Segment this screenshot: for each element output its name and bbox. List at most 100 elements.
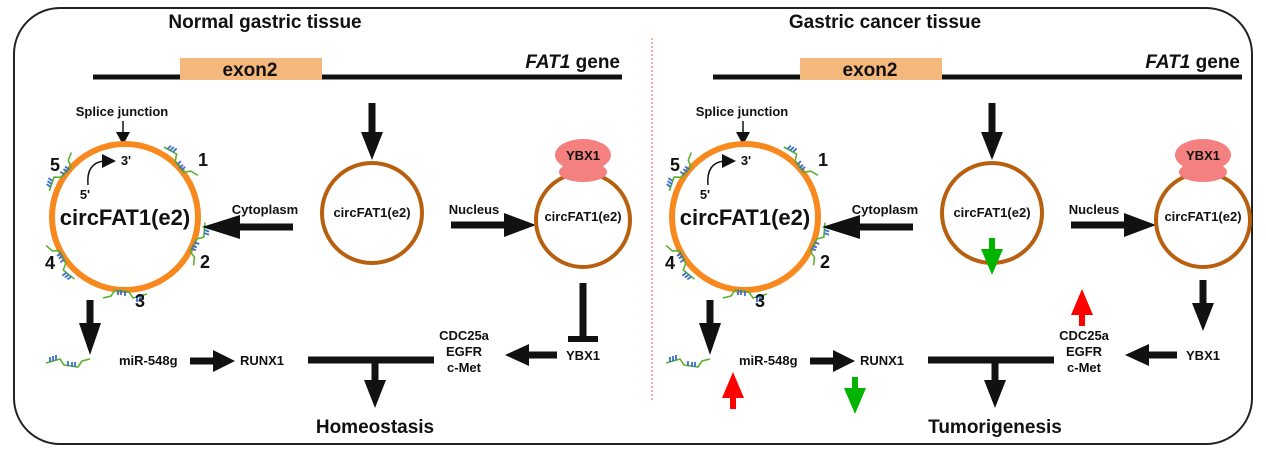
exon2-box xyxy=(180,58,322,80)
circfat1-mid-label: circFAT1(e2) xyxy=(953,205,1030,220)
exon2-label: exon2 xyxy=(843,60,898,81)
panel-title: Normal gastric tissue xyxy=(168,12,361,33)
mirna-binding-site-1 xyxy=(783,144,819,176)
mirna-regulation-arrow-shaft xyxy=(730,397,736,409)
circfat1-large-ring xyxy=(49,141,201,293)
mirna-binding-site-2-backbone xyxy=(189,222,206,266)
direction-head xyxy=(722,154,736,168)
circfat1-mid-label: circFAT1(e2) xyxy=(333,205,410,220)
mirna-to-runx1-arrow xyxy=(810,350,855,372)
prime5-label: 5' xyxy=(80,187,90,202)
mirna-binding-site-4-base xyxy=(684,273,690,279)
mirna-binding-site-1-base xyxy=(798,164,804,169)
mirna-binding-site-4-base xyxy=(59,258,65,264)
binding-site-number: 4 xyxy=(665,253,675,273)
mirna-binding-site-1-base xyxy=(176,160,182,166)
convergence-arrow-head xyxy=(984,380,1006,408)
mirna-binding-site-4-base xyxy=(678,254,684,260)
circfat1-regulation-arrow-shaft xyxy=(989,238,995,250)
gene-name: FAT1 xyxy=(525,52,570,73)
mirna-regulation-arrow-head xyxy=(722,372,744,398)
gene-suffix: gene xyxy=(1196,52,1240,73)
convergence-arrow-head xyxy=(364,380,386,408)
nucleus-label: Nucleus xyxy=(1069,202,1120,217)
binding-site-number: 5 xyxy=(50,155,60,175)
outcome-label: Homeostasis xyxy=(316,417,434,438)
mirna-binding-site-5-backbone xyxy=(668,152,693,192)
circfat1-mid-ring xyxy=(320,161,424,265)
splice-junction-label: Splice junction xyxy=(76,104,169,119)
mirna-binding-site-5-base xyxy=(682,168,689,173)
mirna-binding-site-1-base xyxy=(166,144,172,150)
mirna-binding-site-5-base xyxy=(684,165,690,171)
splice-junction-label: Splice junction xyxy=(696,104,789,119)
convergence-arrow xyxy=(364,360,386,408)
mirna-binding-site-1-base xyxy=(180,166,186,171)
circfat1-large-label: circFAT1(e2) xyxy=(680,205,810,230)
mirna-binding-site-5 xyxy=(666,152,693,192)
mirna-binding-site-1-backbone xyxy=(783,146,819,176)
gene-label: FAT1 gene xyxy=(1145,52,1240,73)
binding-site-number: 1 xyxy=(818,150,828,170)
target-gene-label: c-Met xyxy=(1067,360,1102,375)
mirna-binding-site-5-base xyxy=(47,177,54,182)
mirna-binding-site-2-base xyxy=(194,241,200,245)
mirna-binding-site-2-base xyxy=(203,232,210,236)
mirna-binding-site-4-base xyxy=(56,252,62,257)
circfat1-nuclear-label: circFAT1(e2) xyxy=(544,209,621,224)
mirna-binding-site-5-backbone xyxy=(48,152,73,192)
mirna-binding-site-5-base xyxy=(667,177,674,182)
cytoplasm-arrow-head xyxy=(822,215,860,239)
targets-regulation-arrow-shaft xyxy=(1079,314,1085,326)
convergence-arrow xyxy=(984,360,1006,408)
ybx1-label: YBX1 xyxy=(1186,348,1220,363)
mirna-binding-site-2-base xyxy=(810,247,817,252)
cytoplasm-arrow xyxy=(822,215,913,239)
splice-pointer-head xyxy=(736,132,750,145)
mirna-binding-site-5-base xyxy=(679,170,685,176)
mirna-binding-site-4 xyxy=(45,244,76,281)
mirna-glyph xyxy=(45,355,91,368)
target-gene-label: CDC25a xyxy=(1059,328,1110,343)
gene-to-circ-arrow-head xyxy=(981,132,1003,160)
circfat1-regulation-arrow xyxy=(981,238,1003,275)
ybx1-to-targets-arrow-head xyxy=(505,344,529,366)
mirna-binding-site-5-base xyxy=(46,183,52,188)
ybx1-protein xyxy=(555,139,611,171)
mirna-label: miR-548g xyxy=(119,353,178,368)
mirna-to-runx1-arrow-head xyxy=(213,350,235,372)
runx1-label: RUNX1 xyxy=(240,353,284,368)
mirna-binding-site-1-base xyxy=(796,160,802,166)
mirna-binding-site-2-backbone xyxy=(809,222,826,266)
mirna-binding-site-5-base xyxy=(47,180,53,185)
runx1-label: RUNX1 xyxy=(860,353,904,368)
mirna-binding-site-2-base xyxy=(814,241,820,245)
gene-name: FAT1 xyxy=(1145,52,1190,73)
mirna-regulation-arrow xyxy=(722,372,744,409)
binding-site-number: 3 xyxy=(135,291,145,311)
binding-site-number: 3 xyxy=(755,291,765,311)
nucleus-arrow-head xyxy=(1124,213,1156,237)
mirna-binding-site-4-base xyxy=(679,258,685,264)
mirna-binding-site-1-backbone xyxy=(163,146,199,176)
circ-to-mirna-arrow xyxy=(79,300,101,355)
mirna-glyph-backbone xyxy=(665,358,711,368)
nucleus-arrow xyxy=(451,213,536,237)
binding-site-number: 2 xyxy=(200,252,210,272)
mirna-binding-site-1-base xyxy=(786,144,792,150)
mirna-binding-site-3-backbone xyxy=(722,289,768,299)
target-gene-label: EGFR xyxy=(446,344,483,359)
direction-curve xyxy=(87,160,105,186)
mirna-binding-site-4-base xyxy=(61,271,67,277)
mirna-binding-site-1-base xyxy=(792,147,798,153)
mirna-binding-site-2-base xyxy=(204,229,210,233)
gene-to-circ-arrow xyxy=(361,103,383,160)
mirna-binding-site-2-base xyxy=(811,244,818,249)
mirna-binding-site-5 xyxy=(46,152,73,192)
mirna-to-runx1-arrow xyxy=(190,350,235,372)
ybx1-to-targets-arrow-head xyxy=(1125,344,1149,366)
binding-site-number: 5 xyxy=(670,155,680,175)
mirna-binding-site-4-backbone xyxy=(665,244,696,280)
